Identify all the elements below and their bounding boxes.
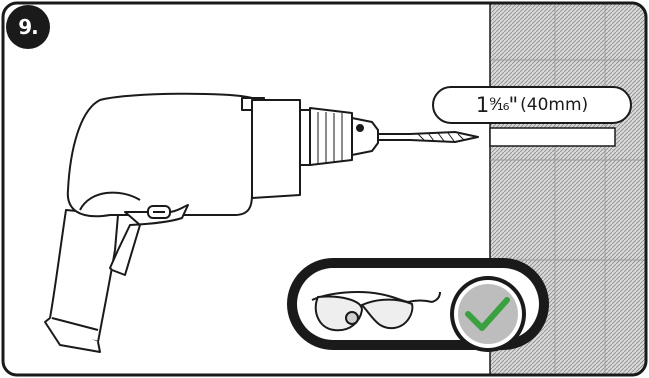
safety-glasses-icon (311, 291, 441, 332)
drill-hole (489, 127, 616, 147)
drill-depth-label: 1 ⁹⁄₁₆ " (40mm) (432, 86, 632, 124)
checkmark-icon (450, 276, 526, 352)
depth-metric: (40mm) (520, 95, 589, 115)
step-number: 9. (6, 5, 50, 49)
drill-icon (44, 92, 479, 353)
depth-inch-mark: " (508, 93, 519, 117)
depth-fraction: ⁹⁄₁₆ (489, 95, 509, 115)
depth-whole: 1 (475, 93, 490, 117)
